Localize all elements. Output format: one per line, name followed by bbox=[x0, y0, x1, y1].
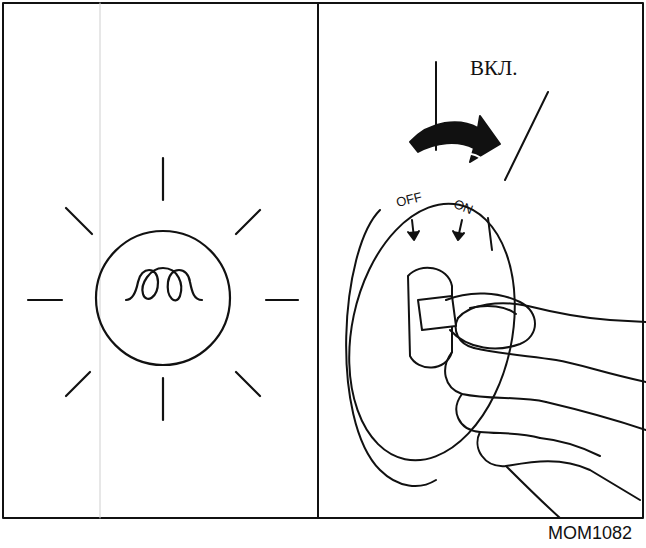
panel-divider bbox=[317, 3, 319, 518]
ignition-switch bbox=[327, 62, 646, 518]
glow-plug-symbol bbox=[28, 158, 298, 420]
switch-position-label: ВКЛ. bbox=[470, 58, 518, 79]
scan-line bbox=[100, 3, 101, 518]
figure-code: MOM1082 bbox=[548, 524, 632, 542]
key-position-mark: ON bbox=[452, 197, 475, 216]
panel-frame bbox=[3, 3, 643, 518]
key-position-mark: OFF bbox=[395, 190, 423, 209]
